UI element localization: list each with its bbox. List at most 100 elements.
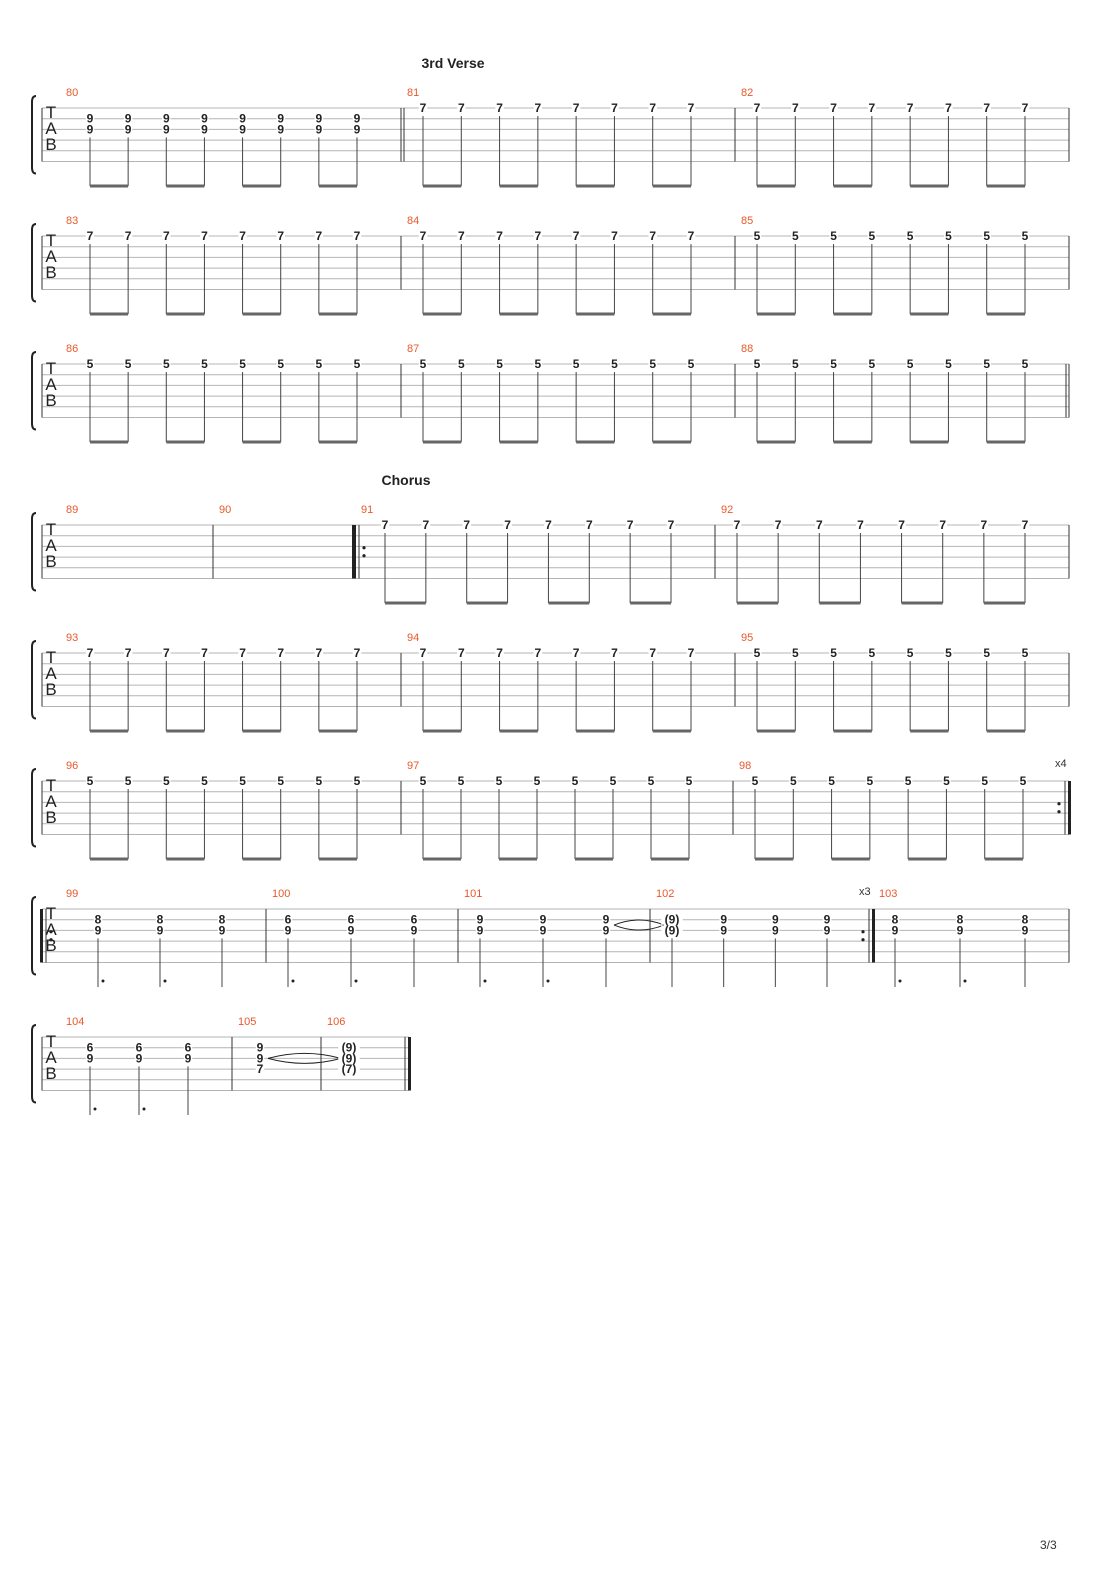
- fret-number: 7: [354, 646, 361, 660]
- fret-bg: [409, 914, 419, 925]
- fret-number: 5: [87, 357, 94, 371]
- tab-clef-letter: B: [45, 680, 56, 699]
- fret-bg: [217, 914, 227, 925]
- tab-clef-letter: B: [45, 263, 56, 282]
- fret-number: 5: [983, 229, 990, 243]
- fret-bg: [890, 925, 900, 936]
- fret-bg: [646, 776, 656, 786]
- fret-number: 9: [720, 923, 727, 937]
- fret-number: 5: [496, 774, 503, 788]
- fret-number: 5: [420, 774, 427, 788]
- repeat-end-barline: [872, 909, 875, 963]
- fret-number: 9: [824, 923, 831, 937]
- fret-bg: [352, 231, 362, 241]
- measure-number: 94: [407, 632, 419, 644]
- fret-bg: [822, 914, 832, 925]
- measure-number: 84: [407, 215, 419, 227]
- fret-number: 5: [792, 229, 799, 243]
- fret-bg: [314, 359, 324, 369]
- note-beam: [757, 729, 796, 733]
- fret-bg: [162, 359, 171, 369]
- fret-number: 5: [572, 774, 579, 788]
- note-beam: [423, 440, 462, 444]
- fret-number: 7: [163, 646, 170, 660]
- fret-number: (7): [342, 1062, 357, 1076]
- fret-bg: [608, 776, 618, 786]
- fret-number: (9): [665, 923, 680, 937]
- fret-bg: [409, 925, 419, 936]
- fret-bg: [421, 520, 431, 530]
- fret-bg: [686, 231, 696, 241]
- fret-number: 7: [257, 1062, 264, 1076]
- note-beam: [652, 184, 691, 188]
- repeat-dot: [362, 554, 366, 558]
- fret-bg: [791, 359, 800, 369]
- fret-number: 9: [257, 1051, 264, 1065]
- fret-number: 5: [907, 646, 914, 660]
- fret-number: 7: [239, 646, 246, 660]
- fret-bg: [867, 231, 877, 241]
- fret-number: 9: [720, 913, 727, 927]
- fret-bg: [982, 231, 991, 241]
- fret-bg: [200, 231, 209, 241]
- fret-number: 5: [790, 774, 797, 788]
- fret-number: 5: [754, 646, 761, 660]
- fret-number: 5: [869, 357, 876, 371]
- fret-bg: [903, 776, 913, 786]
- note-beam: [910, 440, 949, 444]
- fret-number: 9: [201, 112, 208, 126]
- fret-bg: [827, 776, 836, 786]
- fret-bg: [495, 231, 504, 241]
- system-bracket: [31, 512, 37, 592]
- note-beam: [166, 312, 205, 316]
- fret-number: 9: [136, 1051, 143, 1065]
- note-beam: [423, 312, 462, 316]
- fret-number: 5: [535, 357, 542, 371]
- fret-bg: [238, 648, 247, 658]
- fret-number: 5: [277, 774, 284, 788]
- fret-bg: [719, 914, 728, 925]
- fret-bg: [462, 520, 471, 530]
- page-number: 3/3: [1040, 1538, 1057, 1552]
- fret-number: 7: [586, 518, 593, 532]
- fret-number: 7: [1022, 101, 1029, 115]
- fret-bg: [475, 925, 485, 936]
- note-beam: [575, 857, 613, 861]
- note-beam: [90, 312, 129, 316]
- tab-clef-letter: T: [46, 359, 56, 378]
- fret-number: 5: [1022, 229, 1029, 243]
- note-beam: [242, 440, 281, 444]
- fret-bg: [314, 231, 324, 241]
- fret-number: 9: [163, 112, 170, 126]
- note-beam: [651, 857, 689, 861]
- fret-bg: [276, 231, 285, 241]
- repeat-count: x4: [1055, 758, 1067, 770]
- fret-number: 7: [87, 646, 94, 660]
- fret-bg: [944, 103, 953, 113]
- fret-number: 9: [201, 122, 208, 136]
- fret-number: 7: [775, 518, 782, 532]
- fret-bg: [457, 648, 466, 658]
- fret-bg: [162, 776, 171, 786]
- measure-number: 106: [327, 1016, 345, 1028]
- fret-bg: [752, 648, 762, 658]
- fret-bg: [123, 359, 133, 369]
- note-beam: [986, 312, 1025, 316]
- fret-number: 8: [219, 913, 226, 927]
- system-bracket: [31, 640, 37, 720]
- fret-number: 9: [540, 923, 547, 937]
- measure-number: 101: [464, 888, 482, 900]
- fret-number: 7: [830, 101, 837, 115]
- fret-number: 9: [348, 923, 355, 937]
- fret-number: 6: [136, 1041, 143, 1055]
- fret-number: 5: [354, 357, 361, 371]
- measure-number: 85: [741, 215, 753, 227]
- fret-number: 5: [1022, 646, 1029, 660]
- fret-bg: [238, 776, 247, 786]
- fret-number: 7: [163, 229, 170, 243]
